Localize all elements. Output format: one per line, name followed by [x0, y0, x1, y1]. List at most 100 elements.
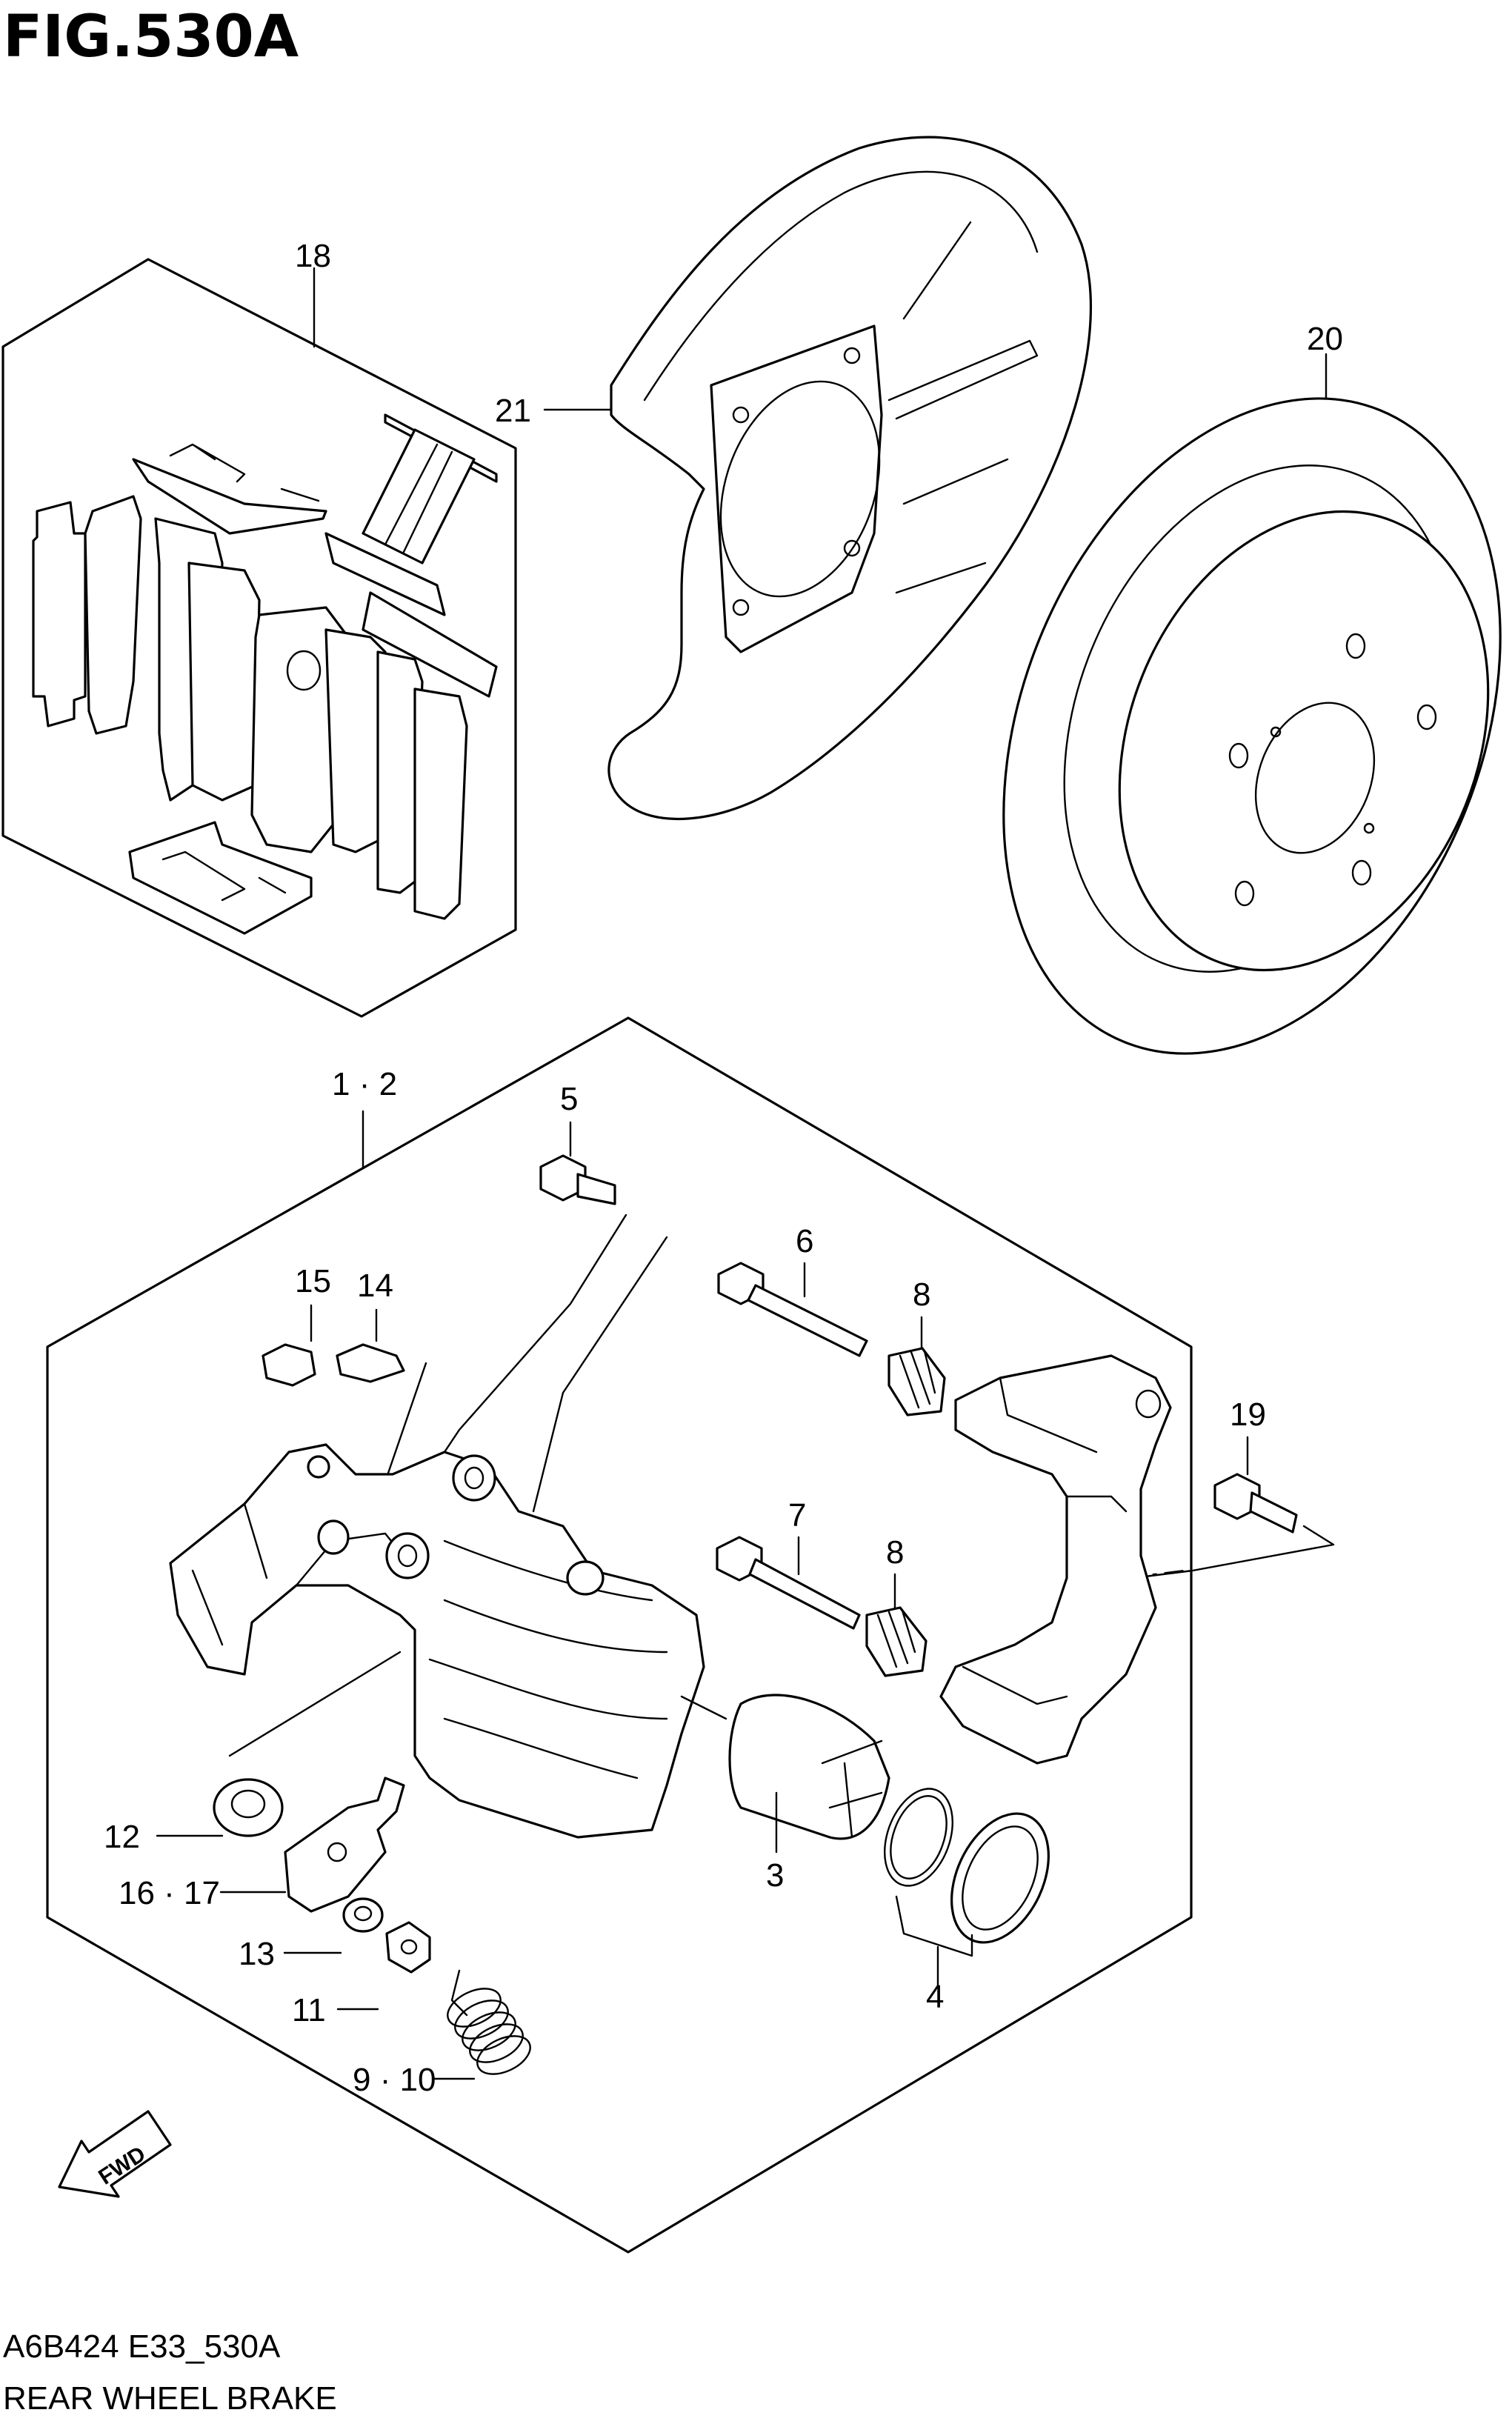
washer-13: [342, 1897, 384, 1933]
callout-18: 18: [295, 238, 331, 274]
callout-6: 6: [796, 1223, 813, 1259]
parking-lever-hole: [327, 1842, 347, 1862]
pad-backing-1: [187, 562, 261, 802]
spring-9-10: [447, 1969, 531, 2075]
piston-seal-inner: [890, 1795, 948, 1879]
caliper-support-bracket: [939, 1354, 1172, 1765]
parking-lever-16-17: [284, 1777, 405, 1913]
spring-coil-1: [447, 1988, 502, 2028]
callout-5: 5: [560, 1081, 578, 1117]
piston-3: [728, 1694, 890, 1840]
callout-12: 12: [104, 1819, 140, 1855]
shim-plate: [362, 428, 476, 565]
shim-lower: [362, 591, 498, 698]
callout-1-2: 1 · 2: [332, 1066, 397, 1102]
dust-shield-mount-plate: [710, 324, 883, 653]
callout-11: 11: [292, 1992, 326, 2028]
boot-8-lower-ribs: [876, 1609, 916, 1668]
spring-coil-5: [476, 2035, 531, 2075]
leader-19-path: [1132, 1525, 1335, 1579]
fwd-badge: FWD: [58, 2110, 172, 2198]
pad-clip-detail: [169, 443, 320, 502]
pin-6-shaft: [747, 1284, 868, 1357]
spring-hook: [450, 1969, 468, 2017]
nut-11: [385, 1921, 431, 1974]
dust-shield-group: 21: [495, 136, 1093, 821]
callout-13: 13: [239, 1936, 275, 1972]
pad-inner-1: [250, 606, 350, 853]
caliper-body: [169, 1443, 705, 1839]
callout-21: 21: [495, 393, 531, 429]
bracket-hole-top: [1135, 1389, 1162, 1419]
callout-8-upper: 8: [913, 1276, 930, 1313]
callout-4: 4: [926, 1979, 944, 2015]
caliper-assembly-group: 1 · 2 5 6 8 15 14: [46, 1016, 1335, 2254]
dust-shield-center-hole: [719, 380, 881, 598]
pad-left-2: [84, 495, 142, 735]
disc-hole-4: [1351, 859, 1372, 886]
caliper-assembly-frame: [46, 1016, 1193, 2254]
callout-16-17: 16 · 17: [119, 1875, 220, 1911]
disc-hole-3: [1228, 742, 1249, 769]
disc-hole-5: [1234, 880, 1255, 907]
disc-hole-2: [1416, 704, 1437, 730]
pad-kit-frame: [1, 258, 517, 1018]
caliper-piston-window: [566, 1560, 605, 1596]
spring-coil-4: [469, 2023, 524, 2063]
leader-12-path: [228, 1651, 402, 1757]
piston-boot-inner: [962, 1825, 1039, 1931]
nut-11-hole: [400, 1939, 418, 1955]
callout-14: 14: [357, 1268, 393, 1304]
caliper-lever-pivot: [317, 1519, 350, 1555]
dust-shield-ribs: [887, 221, 1039, 594]
callout-19: 19: [1230, 1396, 1266, 1433]
washer-12: [213, 1778, 284, 1837]
callout-9-10: 9 · 10: [353, 2062, 436, 2098]
dust-shield-bolt-hole-2: [843, 347, 861, 364]
disc-small-hole-2: [1363, 822, 1375, 834]
bleeder-cap-15: [262, 1343, 316, 1387]
caliper-cable-hole: [307, 1455, 330, 1479]
pad-outer-left: [32, 501, 87, 727]
disc-small-hole-1: [1270, 726, 1282, 738]
caliper-pin-boss: [452, 1454, 496, 1502]
shim-bracket: [324, 532, 446, 616]
callout-3: 3: [766, 1857, 784, 1894]
washer-13-hole: [353, 1905, 373, 1922]
figure-code: A6B424 E33_530A: [3, 2328, 281, 2365]
piston-3-slots: [821, 1739, 883, 1839]
brake-disc-hat-face: [1118, 510, 1490, 972]
piston-seal: [883, 1788, 954, 1887]
brake-disc-center-bore: [1254, 702, 1376, 854]
figure-caption: REAR WHEEL BRAKE: [3, 2380, 337, 2417]
boot-8-upper-ribs: [899, 1350, 936, 1409]
pad-inner-hole: [286, 650, 322, 691]
callout-7: 7: [788, 1497, 806, 1534]
leader-4: [895, 1895, 973, 1987]
bolt-19-shank: [1249, 1491, 1298, 1534]
caliper-body-contours: [428, 1539, 668, 1779]
pad-clip-bottom-detail: [161, 850, 287, 902]
pad-clip-top: [132, 458, 327, 535]
callout-8-lower: 8: [886, 1534, 904, 1571]
shim-plate-lines: [384, 443, 453, 553]
caliper-pin-boss-hole: [464, 1466, 484, 1490]
pad-kit-group: 18: [1, 238, 517, 1018]
bolt-5-shank: [576, 1173, 616, 1205]
fwd-arrow-icon: [58, 2110, 172, 2198]
caliper-bleeder-port: [385, 1532, 430, 1579]
bleeder-screw-14: [336, 1343, 405, 1383]
dust-shield-bolt-hole-1: [732, 406, 750, 424]
callout-20: 20: [1307, 321, 1343, 357]
callout-15: 15: [295, 1263, 331, 1299]
pad-clip-bottom: [128, 821, 313, 935]
pin-7-shaft: [748, 1558, 861, 1630]
spring-coil-3: [462, 2011, 516, 2051]
disc-hole-1: [1345, 633, 1366, 659]
dust-shield-bolt-hole-4: [732, 599, 750, 616]
spring-coil-2: [454, 2000, 509, 2040]
figure-title: FIG.530A: [3, 4, 299, 70]
pad-inner-4: [413, 687, 468, 920]
leader-6-path: [532, 1236, 668, 1513]
